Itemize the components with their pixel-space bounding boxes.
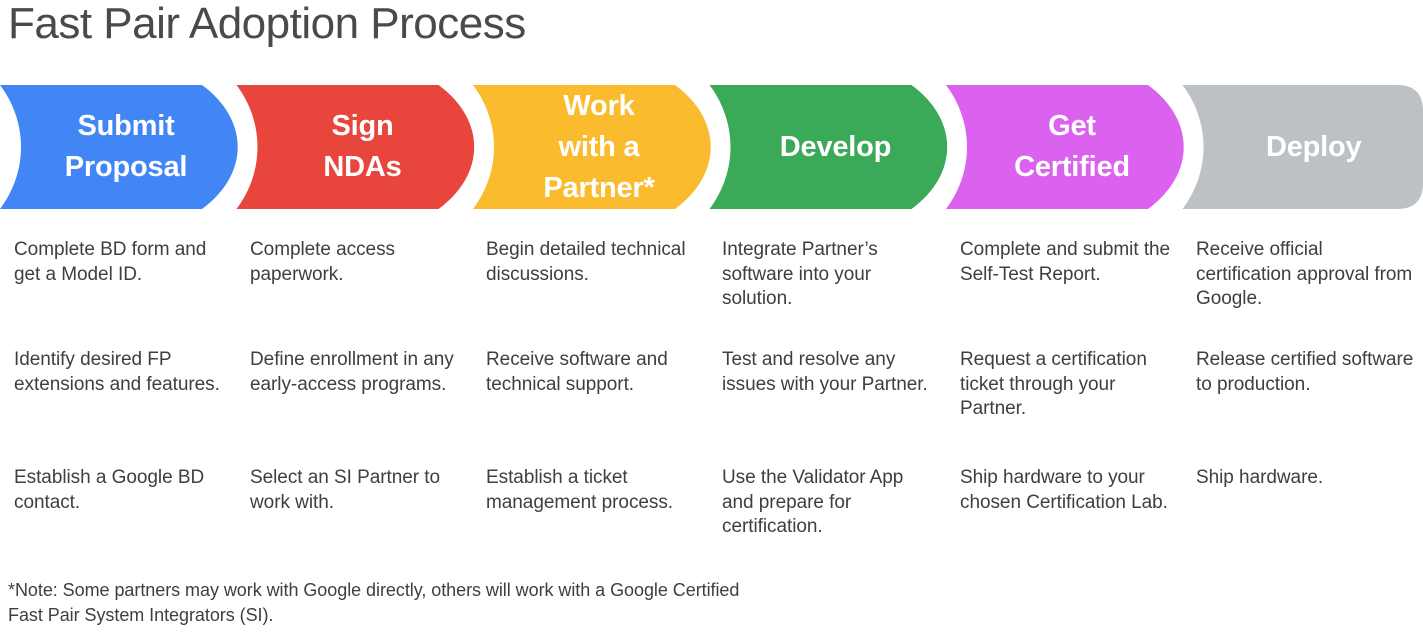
stage-chevron-submit-proposal[interactable] <box>0 85 238 209</box>
detail-item: Use the Validator App and prepare for ce… <box>722 467 904 537</box>
stage-chevron-deploy[interactable] <box>1182 85 1423 209</box>
stage-detail-columns: Complete BD form and get a Model ID. Iden… <box>0 238 1423 538</box>
detail-item: Complete and submit the Self-Test Report… <box>960 239 1171 285</box>
detail-item: Establish a Google BD contact. <box>14 467 205 513</box>
detail-item: Ship hardware. <box>1196 467 1324 488</box>
stage-chevron-develop[interactable] <box>709 85 948 209</box>
detail-item: Release certified software to production… <box>1196 349 1414 395</box>
detail-item: Define enrollment in any early-access pr… <box>250 349 454 395</box>
detail-item: Receive software and technical support. <box>486 349 668 395</box>
stage-shapes <box>0 85 1423 209</box>
detail-item: Receive official certification approval … <box>1196 239 1413 309</box>
detail-item: Complete access paperwork. <box>250 239 395 285</box>
detail-item: Test and resolve any issues with your Pa… <box>722 349 928 395</box>
detail-item: Identify desired FP extensions and featu… <box>14 349 220 395</box>
stage-chevron-sign-ndas[interactable] <box>236 85 475 209</box>
detail-item: Select an SI Partner to work with. <box>250 467 441 513</box>
detail-item: Complete BD form and get a Model ID. <box>14 239 207 285</box>
detail-item: Establish a ticket management process. <box>486 467 674 513</box>
stage-chevron-get-certified[interactable] <box>946 85 1184 209</box>
page-title: Fast Pair Adoption Process <box>8 0 526 48</box>
detail-item: Ship hardware to your chosen Certificati… <box>960 467 1168 513</box>
footnote: *Note: Some partners may work with Googl… <box>8 580 740 625</box>
detail-item: Request a certification ticket through y… <box>960 349 1147 419</box>
stage-chevron-work-with-a-partner[interactable] <box>473 85 711 209</box>
detail-item: Begin detailed technical discussions. <box>486 239 686 285</box>
detail-item: Integrate Partner’s software into your s… <box>722 239 878 309</box>
